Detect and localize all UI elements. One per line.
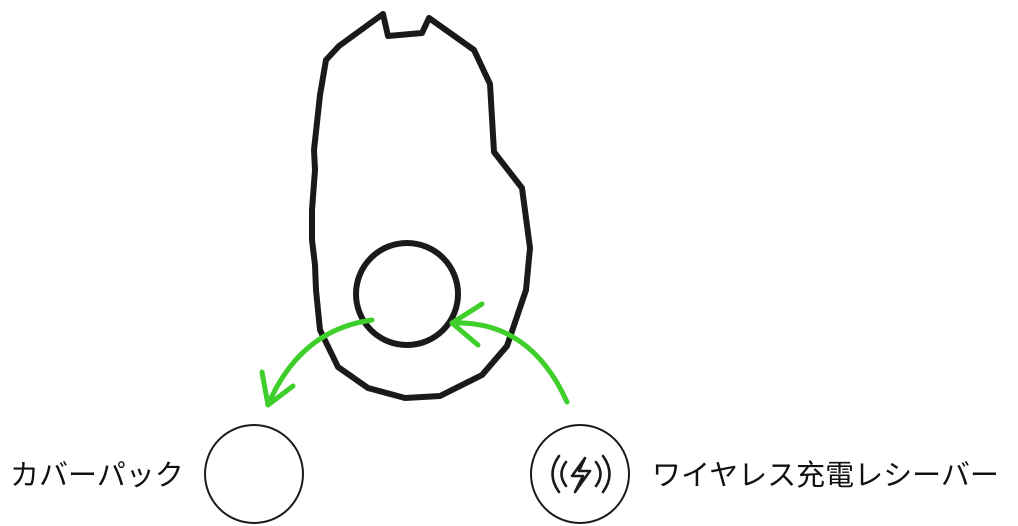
cover-pack-label: カバーパック xyxy=(10,458,184,492)
wireless-receiver-icon xyxy=(530,424,630,524)
mouse-outline-icon xyxy=(309,11,533,401)
puck-slot-icon xyxy=(353,240,461,348)
arrow-insert-icon xyxy=(449,301,570,405)
cover-pack-icon xyxy=(204,424,304,524)
arrow-remove-icon xyxy=(259,317,375,408)
wireless-charging-icon xyxy=(551,454,611,494)
wireless-receiver-label: ワイヤレス充電レシーバー xyxy=(652,458,999,492)
